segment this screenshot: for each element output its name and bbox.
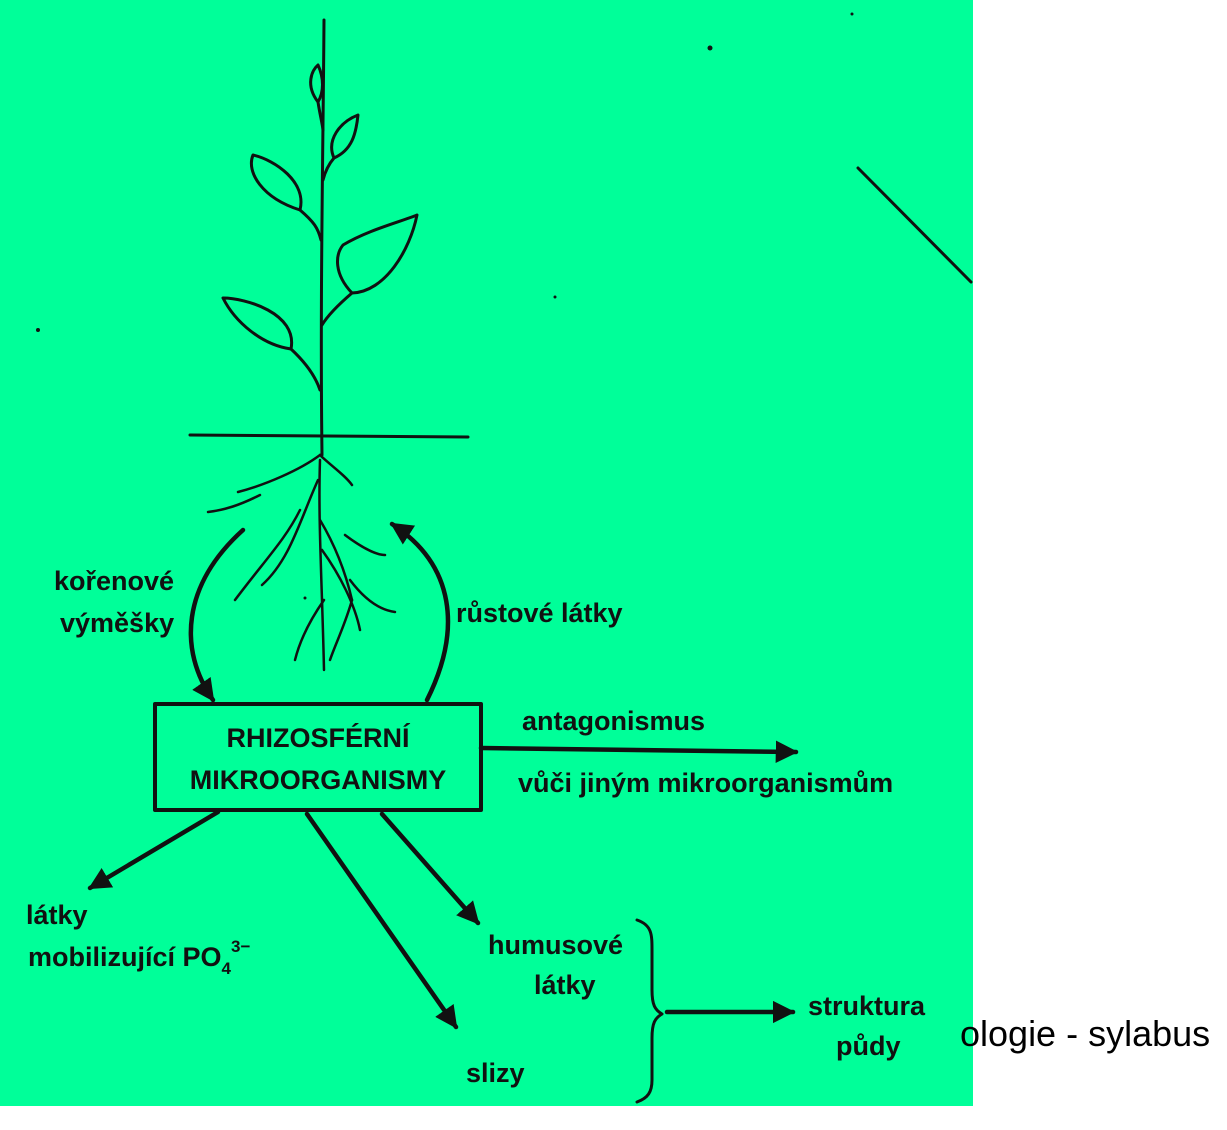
green-panel — [0, 0, 973, 1106]
mucus-label: slizy — [466, 1058, 525, 1088]
phosphate-label-text: mobilizující PO — [28, 942, 222, 972]
phosphate-superscript: 3− — [231, 937, 250, 956]
root-exudates-label-2: výměšky — [60, 608, 174, 638]
humus-label-1: humusové — [488, 930, 623, 960]
root-exudates-label-1: kořenové — [54, 566, 174, 596]
box-line2: MIKROORGANISMY — [190, 765, 447, 795]
phosphate-subscript: 4 — [222, 959, 232, 978]
antagonism-label-2: vůči jiným mikroorganismům — [518, 768, 893, 798]
humus-label-2: látky — [534, 970, 596, 1000]
antagonism-label-1: antagonismus — [522, 706, 705, 736]
soil-surface-line — [190, 435, 468, 437]
box-line1: RHIZOSFÉRNÍ — [226, 722, 411, 753]
phosphate-label-2: mobilizující PO4 3− — [28, 937, 250, 978]
caption-fragment: ologie - sylabus — [960, 1013, 1210, 1054]
growth-substances-label: růstové látky — [456, 598, 623, 628]
soil-structure-label-2: půdy — [836, 1031, 901, 1061]
phosphate-label-1: látky — [26, 900, 88, 930]
soil-structure-label-1: struktura — [808, 991, 926, 1021]
